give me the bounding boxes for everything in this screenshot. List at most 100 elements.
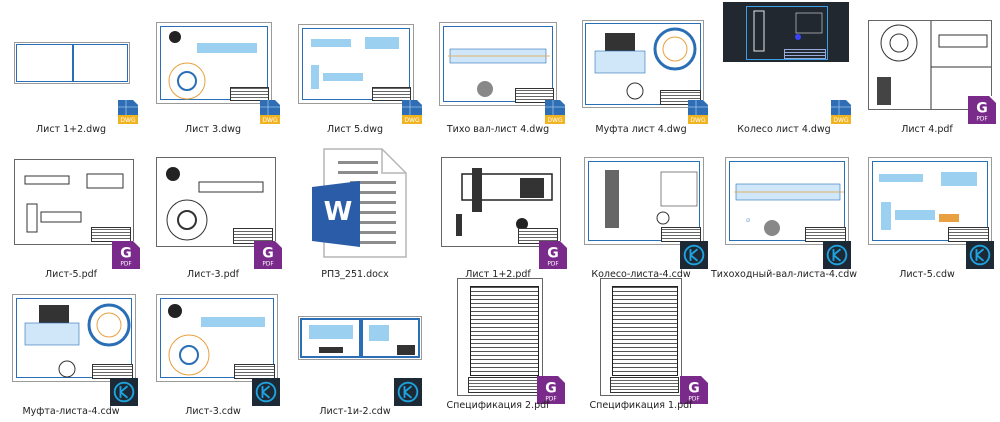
file-thumbnail: DWG [427, 0, 569, 124]
drawing-preview [723, 2, 849, 62]
file-name: Лист-5.pdf [45, 269, 97, 280]
pdf-icon: G PDF [968, 96, 996, 124]
svg-text:DWG: DWG [547, 117, 563, 124]
file-name: Лист 1+2.pdf [465, 269, 531, 280]
file-item-list-1-2-pdf[interactable]: G PDF Лист 1+2.pdf [427, 145, 569, 285]
file-name: Лист-5.cdw [899, 269, 955, 280]
svg-text:G: G [976, 100, 988, 116]
svg-text:DWG: DWG [690, 117, 706, 124]
dwg-icon: DWG [118, 100, 138, 124]
file-item-tikhokhodny-val-cdw[interactable]: ∅ Тихоходный-вал-листа-4.cdw [711, 145, 857, 285]
svg-text:DWG: DWG [404, 117, 420, 124]
drawing-preview [582, 20, 704, 108]
file-thumbnail [142, 282, 284, 406]
file-thumbnail: ∅ [713, 145, 855, 269]
svg-text:PDF: PDF [688, 397, 700, 403]
file-thumbnail: G PDF [142, 145, 284, 269]
file-name: Лист 1+2.dwg [36, 124, 106, 135]
file-thumbnail: DWG [142, 0, 284, 124]
file-item-rpz-docx[interactable]: W РПЗ_251.docx [284, 145, 426, 285]
svg-text:DWG: DWG [120, 117, 136, 124]
file-name: Спецификация 2.pdf [446, 400, 550, 411]
file-thumbnail: G PDF [856, 0, 998, 124]
svg-text:G: G [688, 380, 700, 396]
file-item-list-3-cdw[interactable]: Лист-3.cdw [142, 282, 284, 422]
pdf-icon: G PDF [680, 376, 708, 404]
file-thumbnail [856, 145, 998, 269]
file-name: Лист 5.dwg [327, 124, 383, 135]
svg-text:PDF: PDF [545, 397, 557, 403]
drawing-preview [298, 316, 422, 360]
file-item-specifikaciya-2-pdf[interactable]: G PDF Спецификация 2.pdf [427, 276, 569, 416]
svg-text:∅: ∅ [746, 218, 750, 224]
file-item-list-3-pdf[interactable]: G PDF Лист-3.pdf [142, 145, 284, 285]
file-thumbnail [284, 282, 426, 406]
drawing-preview [298, 24, 414, 104]
drawing-preview [868, 157, 992, 245]
file-thumbnail [570, 145, 712, 269]
word-letter: W [323, 197, 353, 227]
drawing-preview [12, 294, 136, 382]
file-name: РПЗ_251.docx [321, 269, 389, 280]
file-item-list-3-dwg[interactable]: DWG Лист 3.dwg [142, 0, 284, 140]
file-thumbnail: G PDF [427, 145, 569, 269]
file-thumbnail: DWG [713, 0, 855, 124]
file-item-mufta-cdw[interactable]: Муфта-листа-4.cdw [0, 282, 142, 422]
file-thumbnail: DWG [570, 0, 712, 124]
file-name: Тихоходный-вал-листа-4.cdw [711, 269, 857, 280]
file-thumbnail: G PDF [0, 145, 142, 269]
file-item-koleso-cdw[interactable]: Колесо-листа-4.cdw [570, 145, 712, 285]
file-name: Лист-1и-2.cdw [319, 406, 391, 417]
file-name: Тихо вал-лист 4.dwg [446, 124, 550, 135]
file-name: Колесо лист 4.dwg [737, 124, 831, 135]
svg-text:G: G [120, 245, 132, 261]
dwg-icon: DWG [688, 100, 708, 124]
dwg-icon: DWG [545, 100, 565, 124]
dwg-icon: DWG [831, 100, 851, 124]
file-name: Спецификация 1.pdf [589, 400, 693, 411]
file-name: Лист 4.pdf [901, 124, 953, 135]
file-item-tikho-val-dwg[interactable]: DWG Тихо вал-лист 4.dwg [427, 0, 569, 140]
file-thumbnail: G PDF [570, 276, 712, 404]
svg-text:DWG: DWG [833, 117, 849, 124]
dwg-icon: DWG [260, 100, 280, 124]
drawing-preview: ∅ [725, 157, 849, 245]
svg-text:PDF: PDF [120, 262, 132, 268]
svg-text:G: G [545, 380, 557, 396]
file-item-specifikaciya-1-pdf[interactable]: G PDF Спецификация 1.pdf [570, 276, 712, 416]
spec-preview [457, 278, 543, 396]
file-item-koleso-list-dwg[interactable]: DWG Колесо лист 4.dwg [713, 0, 855, 140]
file-name: Лист-3.pdf [187, 269, 239, 280]
file-thumbnail: DWG [284, 0, 426, 124]
file-name: Лист-3.cdw [185, 406, 241, 417]
dwg-icon: DWG [402, 100, 422, 124]
kompas-icon [823, 241, 851, 269]
file-item-mufta-list-dwg[interactable]: DWG Муфта лист 4.dwg [570, 0, 712, 140]
svg-text:DWG: DWG [262, 117, 278, 124]
drawing-preview [868, 20, 992, 110]
svg-text:PDF: PDF [547, 262, 559, 268]
drawing-preview [156, 22, 272, 104]
file-item-list-1i2-cdw[interactable]: Лист-1и-2.cdw [284, 282, 426, 422]
file-item-list-5-pdf[interactable]: G PDF Лист-5.pdf [0, 145, 142, 285]
file-name: Колесо-листа-4.cdw [591, 269, 691, 280]
pdf-icon: G PDF [539, 241, 567, 269]
file-item-list-5-cdw[interactable]: Лист-5.cdw [856, 145, 998, 285]
svg-text:PDF: PDF [262, 262, 274, 268]
word-document-icon [312, 148, 407, 258]
file-thumbnail: DWG [0, 0, 142, 124]
file-name: Лист 3.dwg [185, 124, 241, 135]
svg-text:G: G [547, 245, 559, 261]
file-name: Муфта-листа-4.cdw [22, 406, 120, 417]
kompas-icon [394, 378, 422, 406]
pdf-icon: G PDF [112, 241, 140, 269]
file-item-list-4-pdf[interactable]: G PDF Лист 4.pdf [856, 0, 998, 140]
file-item-list-5-dwg[interactable]: DWG Лист 5.dwg [284, 0, 426, 140]
kompas-icon [680, 241, 708, 269]
drawing-preview [439, 22, 557, 106]
drawing-preview [584, 157, 704, 245]
file-item-list-1-2-dwg[interactable]: DWG Лист 1+2.dwg [0, 0, 142, 140]
file-name: Муфта лист 4.dwg [595, 124, 687, 135]
kompas-icon [252, 378, 280, 406]
